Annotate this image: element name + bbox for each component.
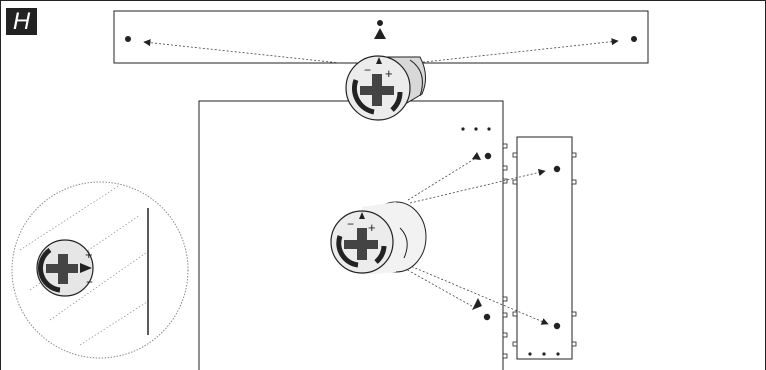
cam-plus-label: + [385, 66, 393, 81]
dot-icon [553, 322, 561, 330]
arrow-icon [472, 152, 481, 160]
detail-plus-label: + [85, 247, 93, 262]
cam-lock-icon [330, 201, 427, 275]
dot-icon [631, 36, 637, 42]
arrow-icon [143, 39, 341, 64]
arrow-icon [472, 298, 482, 310]
cam-lock-icon [345, 55, 426, 121]
detail-minus-label: − [86, 275, 93, 289]
dot-icon [125, 36, 131, 42]
dot-icon [377, 20, 383, 26]
dot-icon [483, 313, 491, 321]
dot-icon [553, 165, 561, 173]
arrow-icon [409, 168, 546, 204]
arrow-icon [407, 264, 549, 325]
step-label: H [6, 8, 37, 35]
cam-minus-label: − [347, 217, 354, 231]
cam-minus-label: − [364, 63, 371, 77]
dot-icon [484, 152, 492, 160]
detail-view [11, 181, 189, 359]
cam-plus-label: + [368, 220, 376, 235]
arrow-icon [374, 28, 386, 39]
arrow-icon [407, 157, 477, 201]
arrow-icon [403, 267, 478, 310]
shelf-panel [516, 136, 573, 360]
